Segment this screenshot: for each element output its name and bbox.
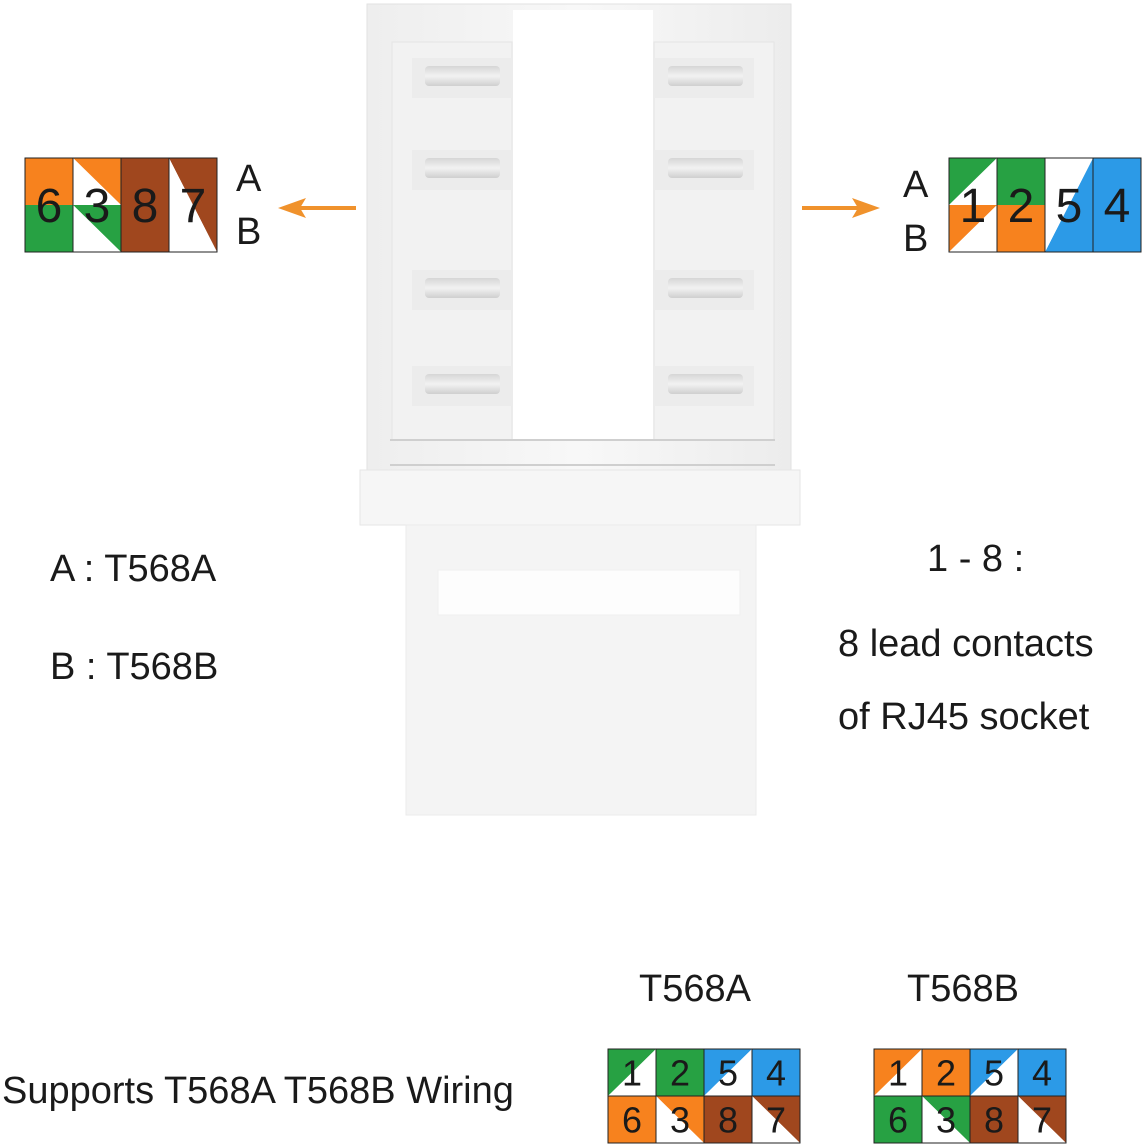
wire-digit: 2 <box>1008 180 1035 233</box>
wire-cell-8: 8 <box>120 157 170 253</box>
left-pin-slots <box>391 41 513 441</box>
grid-digit: 4 <box>1032 1053 1052 1094</box>
wire-cell-4: 4 <box>1092 157 1142 253</box>
grid-cell-4: 4 <box>1017 1048 1067 1097</box>
wire-digit: 7 <box>180 180 207 233</box>
side-label-a-right: A <box>903 164 929 206</box>
arrow-right-icon <box>802 198 880 218</box>
wire-digit: 6 <box>36 180 63 233</box>
side-label-b-left: B <box>236 211 262 253</box>
jack-snout <box>405 524 757 816</box>
grid-digit: 6 <box>622 1100 642 1141</box>
grid-digit: 2 <box>670 1053 690 1094</box>
grid-cell-5: 5 <box>969 1048 1019 1097</box>
grid-cell-4: 4 <box>751 1048 801 1097</box>
wire-cell-7: 7 <box>168 157 218 253</box>
grid-cell-8: 8 <box>703 1095 753 1144</box>
wire-digit: 1 <box>960 180 987 233</box>
legend-contacts: 8 lead contacts <box>838 623 1094 665</box>
keystone-jack-illustration <box>278 3 880 816</box>
wire-cell-1: 1 <box>948 157 998 253</box>
right-pin-slots <box>653 41 775 441</box>
grid-cell-1: 1 <box>607 1048 657 1097</box>
supports-wiring-text: Supports T568A T568B Wiring <box>2 1070 514 1112</box>
arrow-left-icon <box>278 198 356 218</box>
grid-digit: 1 <box>622 1053 642 1094</box>
grid-digit: 1 <box>888 1053 908 1094</box>
legend-socket: of RJ45 socket <box>838 696 1090 738</box>
wire-cell-2: 2 <box>996 157 1046 253</box>
grid-digit: 7 <box>766 1100 786 1141</box>
wire-digit: 4 <box>1104 180 1131 233</box>
grid-digit: 2 <box>936 1053 956 1094</box>
legend-range: 1 - 8 : <box>927 538 1025 580</box>
grid-digit: 4 <box>766 1053 786 1094</box>
t568b-title: T568B <box>907 968 1019 1010</box>
grid-cell-3: 3 <box>921 1095 971 1144</box>
grid-cell-6: 6 <box>873 1095 923 1144</box>
grid-cell-1: 1 <box>873 1048 923 1097</box>
grid-cell-6: 6 <box>607 1095 657 1144</box>
grid-cell-8: 8 <box>969 1095 1019 1144</box>
grid-cell-7: 7 <box>751 1095 801 1144</box>
legend-b: B : T568B <box>50 646 219 688</box>
grid-digit: 5 <box>718 1053 738 1094</box>
wire-digit: 8 <box>132 180 159 233</box>
wire-cell-6: 6 <box>24 157 74 253</box>
wire-cell-3: 3 <box>72 157 122 253</box>
jack-flange <box>359 469 801 526</box>
side-label-a-left: A <box>236 158 262 200</box>
grid-digit: 6 <box>888 1100 908 1141</box>
grid-digit: 8 <box>984 1100 1004 1141</box>
grid-digit: 5 <box>984 1053 1004 1094</box>
wire-digit: 5 <box>1056 180 1083 233</box>
grid-digit: 7 <box>1032 1100 1052 1141</box>
wire-cell-5: 5 <box>1044 157 1094 253</box>
grid-cell-3: 3 <box>655 1095 705 1144</box>
grid-cell-2: 2 <box>921 1048 971 1097</box>
grid-cell-2: 2 <box>655 1048 705 1097</box>
t568a-title: T568A <box>639 968 751 1010</box>
grid-digit: 3 <box>670 1100 690 1141</box>
grid-digit: 8 <box>718 1100 738 1141</box>
wire-digit: 3 <box>84 180 111 233</box>
legend-a: A : T568A <box>50 548 217 590</box>
grid-cell-7: 7 <box>1017 1095 1067 1144</box>
grid-cell-5: 5 <box>703 1048 753 1097</box>
grid-digit: 3 <box>936 1100 956 1141</box>
jack-center-column <box>513 10 653 440</box>
side-label-b-right: B <box>903 218 929 260</box>
